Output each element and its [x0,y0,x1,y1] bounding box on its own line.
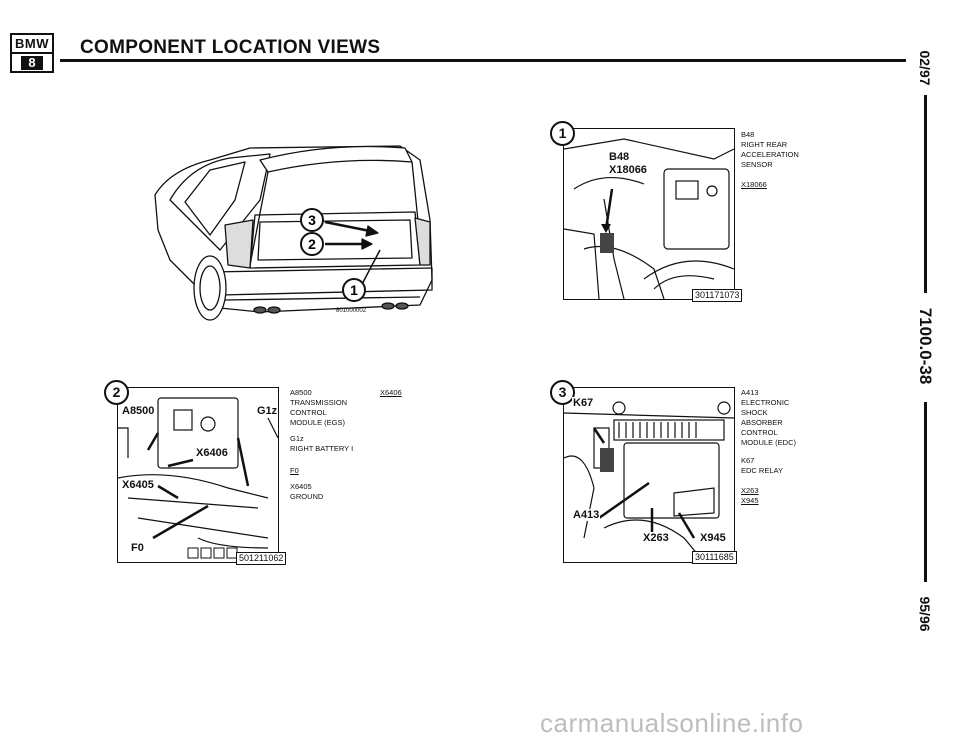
legend-desc: ELECTRONIC [741,398,790,407]
legend-code: B48 [741,130,755,139]
view-1-figure-number: 301171073 [692,289,743,302]
view-1-photo: 1 B48 X18066 301171073 [550,121,743,302]
legend-code: A8500 [290,388,312,397]
view-3-label-k67: K67 [572,397,595,409]
view-1-drawing [564,138,734,299]
view-3-label-x263: X263 [642,532,670,544]
date-top: 02/97 [917,50,933,86]
view-3-figure-number: 30111685 [692,551,737,564]
view-3-legend: A413 ELECTRONIC SHOCK ABSORBER CONTROL M… [741,388,796,506]
logo-brand: BMW [12,35,52,54]
date-bottom: 95/96 [917,596,933,632]
legend-desc: SHOCK [741,408,768,417]
page-number: 7100.0-38 [916,307,935,385]
view-2-label-f0: F0 [130,542,145,554]
legend-code: X945 [741,496,759,505]
legend-desc: ACCELERATION [741,150,799,159]
view-2-label-x6406: X6406 [195,447,229,459]
legend-code: A413 [741,388,759,397]
view-2-photo: 2 A8500 G1z X6406 X6405 F0 501211062 [104,380,287,565]
view-2-label-g1z: G1z [256,405,279,417]
legend-code: F0 [290,466,299,475]
car-rear-view: 3 2 1 801000002 [150,140,440,325]
legend-desc: SENSOR [741,160,773,169]
logo-series: 8 [21,56,43,70]
bmw-logo: BMW 8 [10,33,54,73]
view-3-photo: 3 K67 A413 X263 X945 30111685 [550,380,737,564]
view-2-legend-side: X6406 [380,388,402,397]
car-callout-1: 1 [350,282,358,298]
legend-desc: MODULE (EDC) [741,438,797,447]
view-2-figure-number: 501211062 [236,552,287,565]
legend-desc: CONTROL [741,428,778,437]
view-3-label-x945: X945 [699,532,727,544]
margin-rule-upper [924,95,927,293]
legend-desc: GROUND [290,492,324,501]
page-title: COMPONENT LOCATION VIEWS [80,37,381,58]
legend-desc: RIGHT REAR [741,140,788,149]
legend-code: G1z [290,434,304,443]
view-2-badge: 2 [104,380,129,405]
legend-code: K67 [741,456,755,465]
car-figure-code: 801000002 [336,308,367,314]
legend-code: X263 [741,486,759,495]
car-illustration: 3 2 1 [154,145,433,321]
view-1-badge: 1 [550,121,575,146]
view-3-drawing [564,401,734,562]
view-1-legend: B48 RIGHT REAR ACCELERATION SENSOR X1806… [741,130,799,190]
legend-desc: MODULE (EGS) [290,418,346,427]
legend-desc: EDC RELAY [741,466,783,475]
view-2-legend: A8500 TRANSMISSION CONTROL MODULE (EGS) … [290,388,353,502]
view-2-drawing [118,397,278,559]
view-1-label-x18066: X18066 [608,164,648,176]
legend-code: X18066 [741,180,767,189]
legend-desc: RIGHT BATTERY I [290,444,354,453]
car-callout-2: 2 [308,236,316,252]
margin-rule-lower [924,402,927,582]
car-callout-3: 3 [308,212,316,228]
view-2-label-a8500: A8500 [121,405,156,417]
view-2-label-x6405: X6405 [121,479,155,491]
legend-desc: TRANSMISSION [290,398,348,407]
watermark: carmanualsonline.info [540,708,804,738]
legend-code: X6405 [290,482,312,491]
legend-desc: CONTROL [290,408,327,417]
view-3-label-a413: A413 [572,509,601,521]
view-1-label-b48: B48 [608,151,631,163]
view-3-badge: 3 [550,380,575,405]
legend-desc: ABSORBER [741,418,783,427]
header-rule [60,59,906,62]
